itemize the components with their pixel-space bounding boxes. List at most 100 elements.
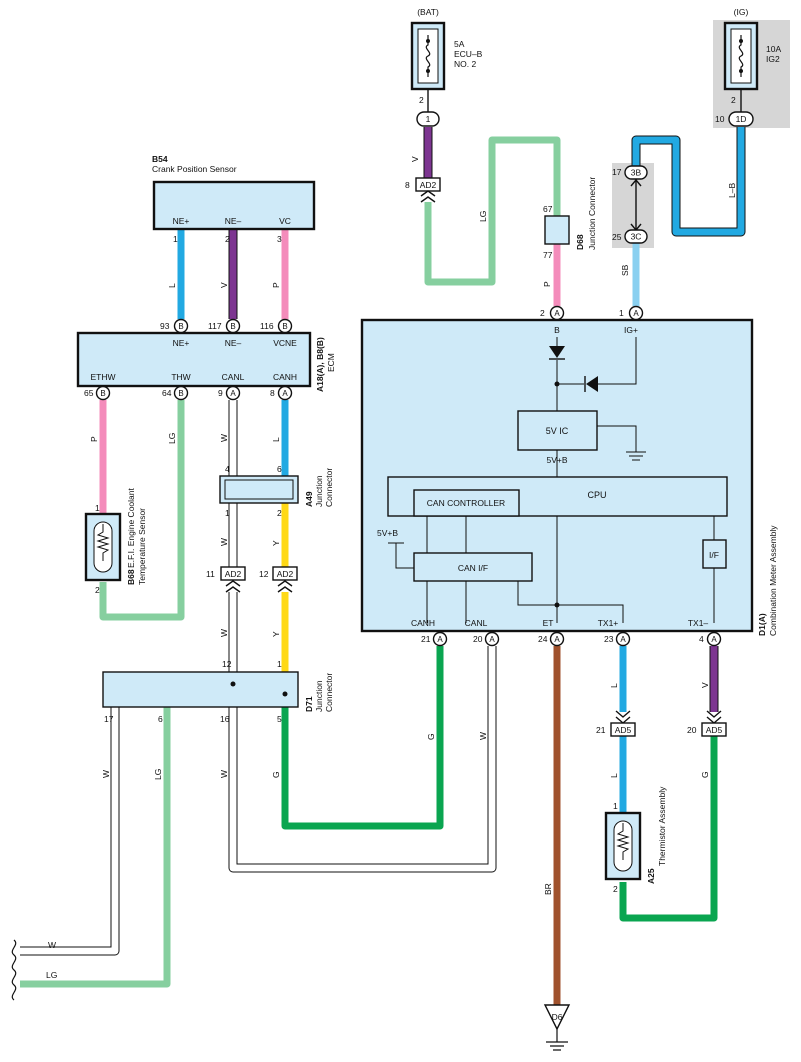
svg-text:L: L bbox=[167, 283, 177, 288]
ic-label: 5V IC bbox=[546, 426, 569, 436]
svg-text:A: A bbox=[633, 309, 639, 318]
svg-text:V: V bbox=[700, 682, 710, 688]
meter-internal-lines bbox=[388, 337, 715, 623]
ig-pin: 2 bbox=[731, 95, 736, 105]
bat-ad2: AD2 bbox=[420, 180, 437, 190]
svg-text:A: A bbox=[711, 635, 717, 644]
ecm-top-pins: B B B 93 117 116 NE+ NE– VCNE bbox=[160, 318, 297, 348]
svg-text:W: W bbox=[478, 732, 488, 740]
d71-junction-connector: 12 1 17 6 16 5 D71 Junction Connector W … bbox=[101, 659, 334, 780]
ground-label: D6 bbox=[552, 1012, 563, 1022]
svg-text:64: 64 bbox=[162, 388, 172, 398]
if-label: I/F bbox=[709, 550, 719, 560]
svg-text:1: 1 bbox=[173, 234, 178, 244]
svg-text:AD2: AD2 bbox=[225, 569, 242, 579]
svg-text:12: 12 bbox=[222, 659, 232, 669]
svg-text:16: 16 bbox=[220, 714, 230, 724]
svg-text:P: P bbox=[271, 282, 281, 288]
svg-text:V: V bbox=[219, 282, 229, 288]
bat-title: (BAT) bbox=[417, 7, 439, 17]
svg-text:THW: THW bbox=[171, 372, 190, 382]
thermistor-code: A25 bbox=[646, 868, 656, 884]
bat-wire-color: V bbox=[410, 156, 420, 162]
svg-text:A: A bbox=[554, 635, 560, 644]
ig-wire-color: L–B bbox=[727, 183, 737, 198]
thermistor-name: Thermistor Assembly bbox=[657, 786, 667, 866]
svg-text:Connector: Connector bbox=[324, 468, 334, 507]
svg-text:23: 23 bbox=[604, 634, 614, 644]
svg-text:65: 65 bbox=[84, 388, 94, 398]
svg-text:NE–: NE– bbox=[225, 338, 242, 348]
svg-text:L: L bbox=[609, 773, 619, 778]
coolant-name1: E.F.I. Engine Coolant bbox=[126, 488, 136, 568]
svg-text:A: A bbox=[620, 635, 626, 644]
d68-wire-left: LG bbox=[478, 211, 488, 222]
svg-text:6: 6 bbox=[158, 714, 163, 724]
ig-junc-conn-bottom: 3C bbox=[631, 232, 642, 242]
svg-text:CANH: CANH bbox=[273, 372, 297, 382]
ig-junc-pin-bottom: 25 bbox=[612, 232, 622, 242]
d68-wire-pink: P bbox=[542, 281, 552, 287]
d68-code: D68 bbox=[575, 234, 585, 250]
bat-ad2-num: 8 bbox=[405, 180, 410, 190]
svg-text:TX1+: TX1+ bbox=[598, 618, 619, 628]
svg-text:Y: Y bbox=[271, 540, 281, 546]
svg-text:B: B bbox=[554, 325, 560, 335]
can-if-label: CAN I/F bbox=[458, 563, 488, 573]
meter-code: D1(A) bbox=[757, 613, 767, 636]
d68-pin-bottom: 77 bbox=[543, 250, 553, 260]
svg-text:IG+: IG+ bbox=[624, 325, 638, 335]
svg-text:G: G bbox=[700, 771, 710, 778]
svg-text:1: 1 bbox=[619, 308, 624, 318]
svg-text:8: 8 bbox=[270, 388, 275, 398]
coolant-code: B68 bbox=[126, 569, 136, 585]
svg-text:3: 3 bbox=[277, 234, 282, 244]
combination-meter: 2 A 1 A B IG+ bbox=[360, 305, 778, 895]
coolant-name2: Temperature Sensor bbox=[137, 508, 147, 585]
coolant-temp-sensor: 1 2 B68 E.F.I. Engine Coolant Temperatur… bbox=[84, 488, 147, 595]
svg-text:TX1–: TX1– bbox=[688, 618, 709, 628]
ground-d6: D6 bbox=[543, 1004, 571, 1051]
thermistor-assembly: 1 2 A25 Thermistor Assembly bbox=[604, 786, 667, 894]
svg-text:2: 2 bbox=[277, 508, 282, 518]
svg-text:ET: ET bbox=[543, 618, 554, 628]
bat-fuse: (BAT) 5A ECU–B NO. 2 2 1 V AD2 8 bbox=[405, 7, 483, 203]
svg-text:A: A bbox=[554, 309, 560, 318]
svg-text:B: B bbox=[178, 389, 183, 398]
a49-junction-connector: 4 6 1 2 A49 Junction Connector W Y bbox=[219, 464, 334, 546]
diode-ig bbox=[586, 376, 598, 392]
svg-text:G: G bbox=[271, 771, 281, 778]
svg-text:NE+: NE+ bbox=[173, 216, 190, 226]
svg-text:LG: LG bbox=[167, 433, 177, 444]
ecm-code: A18(A), B8(B) bbox=[315, 337, 325, 392]
d71-code: D71 bbox=[304, 696, 314, 712]
svg-text:11: 11 bbox=[206, 569, 215, 579]
svg-text:21: 21 bbox=[421, 634, 431, 644]
bat-conn-pin: 1 bbox=[426, 114, 431, 124]
ecm: B B B 93 117 116 NE+ NE– VCNE ETHW THW C… bbox=[76, 318, 336, 444]
svg-text:Y: Y bbox=[271, 631, 281, 637]
svg-text:2: 2 bbox=[95, 585, 100, 595]
svg-text:B: B bbox=[100, 389, 105, 398]
svg-text:G: G bbox=[426, 733, 436, 740]
svg-text:20: 20 bbox=[687, 725, 697, 735]
bat-rating: 5A bbox=[454, 39, 465, 49]
svg-text:ETHW: ETHW bbox=[90, 372, 115, 382]
crank-position-sensor: B54 Crank Position Sensor NE+ NE– VC 1 2… bbox=[152, 154, 316, 288]
svg-text:A: A bbox=[489, 635, 495, 644]
svg-text:1: 1 bbox=[225, 508, 230, 518]
svg-text:W: W bbox=[219, 434, 229, 442]
svg-text:2: 2 bbox=[225, 234, 230, 244]
ig-conn-bubble bbox=[728, 111, 754, 127]
svg-text:24: 24 bbox=[538, 634, 548, 644]
svg-text:21: 21 bbox=[596, 725, 606, 735]
svg-text:1: 1 bbox=[277, 659, 282, 669]
d68-junction-connector: 67 77 D68 Junction Connector LG P bbox=[478, 177, 597, 287]
a49-code: A49 bbox=[304, 491, 314, 507]
svg-text:B: B bbox=[230, 322, 235, 331]
svg-text:20: 20 bbox=[473, 634, 483, 644]
svg-text:VC: VC bbox=[279, 216, 291, 226]
meter-name: Combination Meter Assembly bbox=[768, 525, 778, 636]
svg-text:P: P bbox=[89, 436, 99, 442]
svg-text:L: L bbox=[609, 683, 619, 688]
